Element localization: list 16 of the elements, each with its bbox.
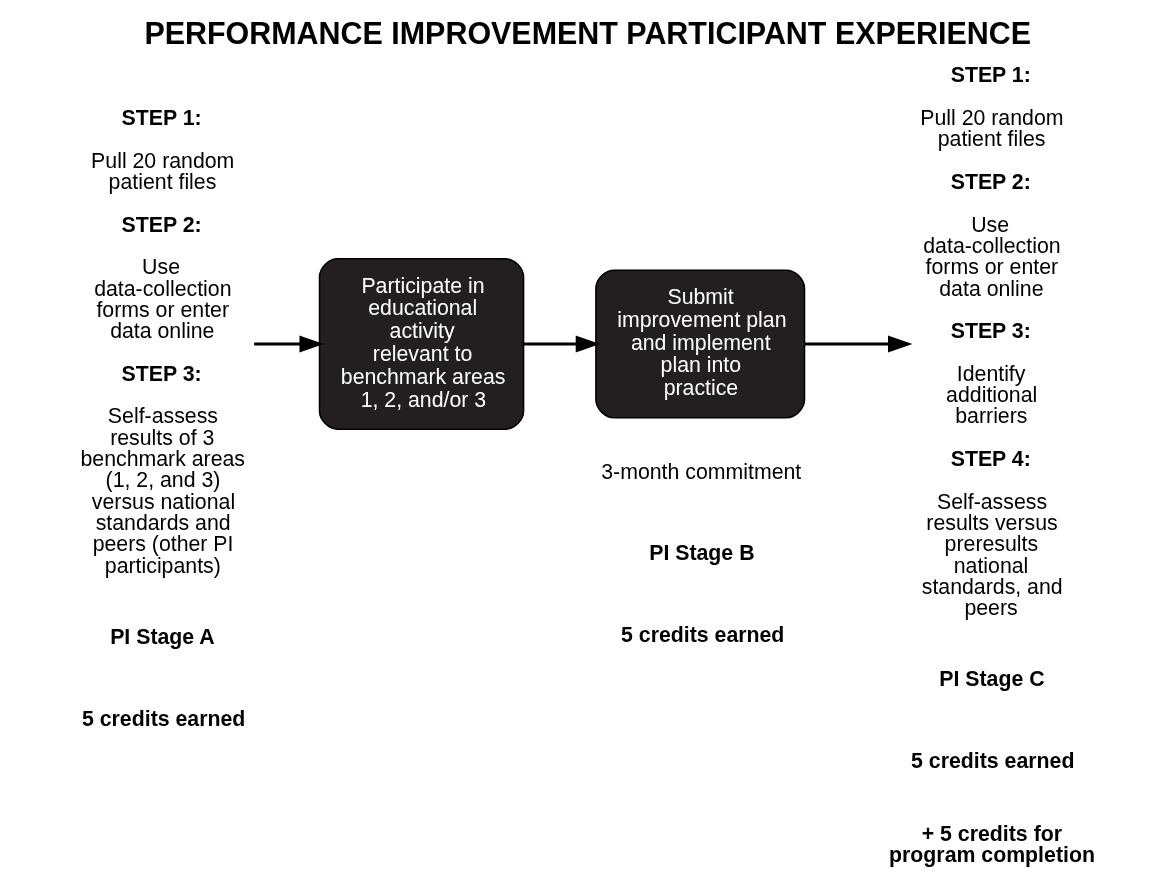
arrow (253, 334, 324, 353)
label: 5 credits earned (620, 622, 784, 647)
diagram-title: PERFORMANCE IMPROVEMENT PARTICIPANT EXPERIENCE (143, 15, 1031, 50)
node-text: STEP 1: Pull 20 random patient files STEP 2: Use data-collection forms or enter data online STEP 3: Self-assess results of 3 benchmark areas (1, 2, and 3) versus national standards and peers (other PI participants) (79, 105, 245, 578)
label: PI Stage A (109, 624, 215, 649)
label: + 5 credits for program completion (888, 821, 1095, 867)
node-box: Participate in educational activity relevant to benchmark areas 1, 2, and/or 3 (318, 257, 524, 430)
label: 3-month commitment (600, 459, 801, 484)
arrow (523, 334, 600, 353)
arrow (804, 334, 912, 353)
label: 5 credits earned (910, 748, 1074, 773)
label: PI Stage C (938, 666, 1045, 691)
label: 5 credits earned (81, 706, 245, 731)
label: PI Stage B (648, 540, 755, 565)
node-text: STEP 1: Pull 20 random patient files STEP 2: Use data-collection forms or enter data online STEP 3: Identify additional barriers STEP 4: Self-assess results versus preresults national standards, and peers (919, 62, 1063, 620)
node-box: Submit improvement plan and implement plan into practice (594, 268, 805, 419)
